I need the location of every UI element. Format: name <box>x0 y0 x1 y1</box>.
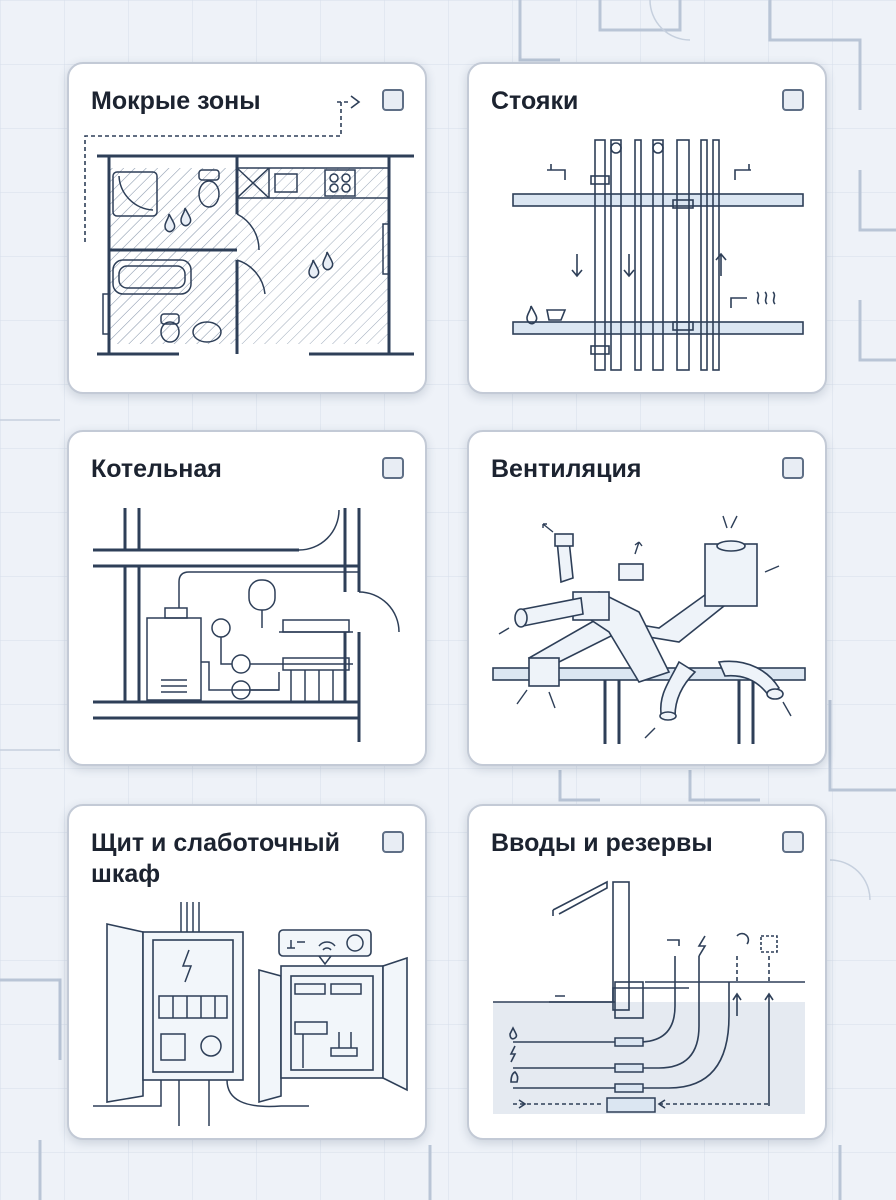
card-boiler-room[interactable]: Котельная <box>67 430 427 766</box>
card-title: Стояки <box>491 87 579 115</box>
checkbox[interactable] <box>382 831 404 853</box>
utility-inputs-illustration <box>493 880 805 1114</box>
card-title: Щит и слаботочный шкаф <box>91 829 341 888</box>
electrical-cabinets-illustration <box>93 902 408 1126</box>
card-title: Котельная <box>91 455 222 483</box>
checkbox[interactable] <box>382 457 404 479</box>
card-inputs-reserves[interactable]: Вводы и резервы <box>467 804 827 1140</box>
card-title: Мокрые зоны <box>91 87 261 115</box>
floor-plan-illustration <box>84 95 414 356</box>
card-title: Вводы и резервы <box>491 829 713 857</box>
card-panel-lowcurrent[interactable]: Щит и слаботочный шкаф <box>67 804 427 1140</box>
checkbox[interactable] <box>782 831 804 853</box>
checkbox[interactable] <box>782 89 804 111</box>
card-risers[interactable]: Стояки <box>467 62 827 394</box>
checkbox[interactable] <box>382 89 404 111</box>
checkbox[interactable] <box>782 457 804 479</box>
card-wet-zones[interactable]: Мокрые зоны <box>67 62 427 394</box>
boiler-room-illustration <box>93 508 400 742</box>
card-title: Вентиляция <box>491 455 642 483</box>
risers-illustration <box>512 139 804 371</box>
ventilation-illustration <box>492 515 806 744</box>
card-ventilation[interactable]: Вентиляция <box>467 430 827 766</box>
